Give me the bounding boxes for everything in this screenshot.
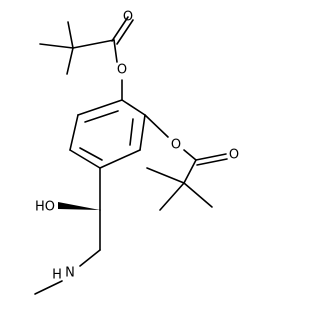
bond-carbonyl-double-a-right <box>195 153 227 161</box>
top-pivaloyl-group <box>39 16 134 101</box>
oxygen-label-right-ester: O <box>171 138 181 153</box>
oxygen-label-top-carbonyl: O <box>123 10 133 25</box>
bond-tbu-quaternary-top-methyl <box>67 21 74 49</box>
bond-tbu-quaternary-right-methyl-side <box>183 182 213 208</box>
bond-tbu-to-carbonyl-top <box>72 39 115 49</box>
bond-ch2-to-nitrogen <box>79 249 101 267</box>
bond-tbu-quaternary-bottom-methyl <box>66 47 74 75</box>
ring-inner-double-3 <box>79 147 103 161</box>
bond-carbonyl-double-b-right <box>196 158 228 166</box>
bond-nitrogen-to-methyl <box>34 280 63 295</box>
structure-svg: O O O O HO N H <box>34 10 239 295</box>
bond-oxygen-to-carbonyl-right <box>183 149 197 161</box>
ring-bond-1 <box>121 99 146 116</box>
bond-carbonyl-double-a-top <box>111 16 129 42</box>
ring-bond-2 <box>139 114 146 151</box>
oxygen-label-right-carbonyl: O <box>229 148 239 163</box>
right-pivaloyl-group <box>144 114 228 211</box>
ring-inner-double-2 <box>129 118 134 146</box>
ring-bond-4 <box>69 149 101 169</box>
ring-bond-6 <box>77 99 123 116</box>
ring-bond-5 <box>69 114 79 151</box>
molecule-diagram: O O O O HO N H <box>34 10 239 295</box>
nitrogen-label: N <box>65 266 75 281</box>
bond-carbonyl-to-oxygen-top <box>113 39 118 63</box>
hydroxy-amine-side-chain <box>34 167 101 295</box>
bond-ring-to-oxygen-right <box>144 114 169 138</box>
bond-carbonyl-to-tbu-right <box>183 159 197 184</box>
ring-bond-3 <box>99 149 141 169</box>
bond-tbu-quaternary-left-methyl <box>39 43 74 49</box>
hydroxyl-label: HO <box>35 200 55 215</box>
bond-tbu-quaternary-right-methyl-up <box>146 167 185 184</box>
bond-carbonyl-double-b-top <box>116 19 134 45</box>
benzene-ring <box>69 99 146 169</box>
amine-hydrogen-label: H <box>52 268 62 283</box>
wedge-bond-chiral-oh <box>58 202 100 210</box>
bond-tbu-quaternary-right-methyl-down <box>159 182 185 211</box>
ring-inner-double-1 <box>84 110 119 123</box>
oxygen-label-top-ester: O <box>117 63 127 78</box>
